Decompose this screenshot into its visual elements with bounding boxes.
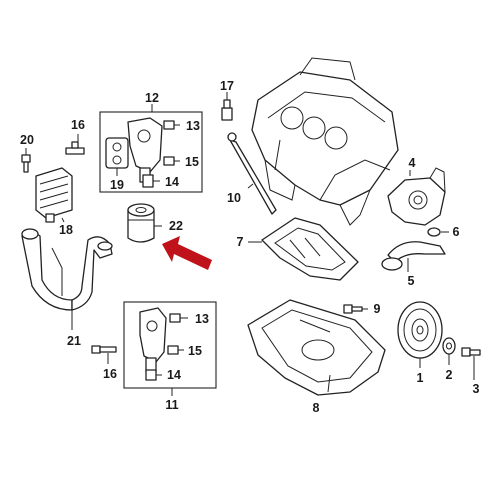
- item-16-stud-bottom: [91, 345, 117, 364]
- item-21-coolant-hoses: [21, 228, 113, 330]
- filter-adapter-group-top: [99, 104, 203, 193]
- callout-1: 1: [417, 371, 424, 385]
- callout-19: 19: [110, 178, 124, 192]
- callout-22: 22: [169, 219, 183, 233]
- item-5-pickup-tube: [381, 241, 446, 272]
- callout-13-top: 13: [186, 119, 200, 133]
- callout-9: 9: [374, 302, 381, 316]
- item-17-sensor: [221, 92, 233, 121]
- callout-labels: 1 2 3 4 5 6 7 8 9 10 11 12 13 15 14 19 1…: [20, 79, 479, 415]
- callout-7: 7: [237, 235, 244, 249]
- filter-adapter-group-bottom: [123, 301, 217, 396]
- callout-3: 3: [473, 382, 480, 396]
- callout-15-bottom: 15: [188, 344, 202, 358]
- item-1-crank-pulley: [397, 301, 443, 368]
- callout-8: 8: [313, 401, 320, 415]
- item-2-washer: [442, 337, 456, 365]
- callout-21: 21: [67, 334, 81, 348]
- callout-2: 2: [446, 368, 453, 382]
- callout-15-top: 15: [185, 155, 199, 169]
- item-8-oil-pan: [247, 299, 386, 396]
- item-9-bolt: [343, 304, 368, 314]
- item-6-o-ring: [427, 227, 449, 237]
- item-22-oil-filter: [127, 203, 162, 243]
- callout-16-bottom: 16: [103, 367, 117, 381]
- callout-12: 12: [145, 91, 159, 105]
- callout-17: 17: [220, 79, 234, 93]
- item-4-oil-pump: [387, 167, 446, 226]
- callout-11: 11: [165, 398, 178, 412]
- callout-20: 20: [20, 133, 34, 147]
- item-20-bolt: [21, 148, 31, 173]
- callout-6: 6: [453, 225, 460, 239]
- item-16-stud-top: [65, 134, 85, 155]
- callout-14-bottom: 14: [167, 368, 181, 382]
- item-7-windage-tray: [248, 217, 359, 281]
- callout-4: 4: [409, 156, 416, 170]
- callout-13-bottom: 13: [195, 312, 209, 326]
- callout-5: 5: [408, 274, 415, 288]
- highlight-arrow: [162, 236, 212, 270]
- engine-block: [251, 57, 399, 226]
- item-18-oil-cooler: [35, 167, 73, 223]
- item-10-dipstick: [227, 132, 277, 215]
- callout-14-top: 14: [165, 175, 179, 189]
- item-3-bolt: [461, 347, 481, 380]
- callout-16-top: 16: [71, 118, 85, 132]
- callout-10: 10: [227, 191, 241, 205]
- callout-18: 18: [59, 223, 73, 237]
